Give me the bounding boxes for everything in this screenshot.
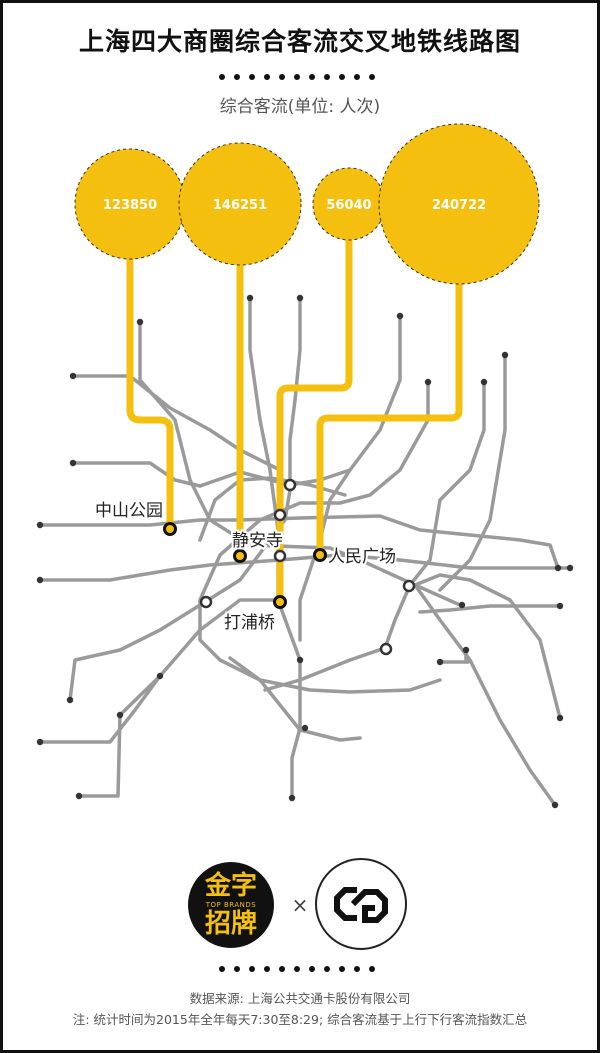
highlight-stations <box>163 522 327 609</box>
connector-lines <box>126 240 463 600</box>
station-marker-zhongshan <box>163 522 177 536</box>
station-label-jingan: 静安寺 <box>232 531 283 551</box>
cross-symbol: × <box>291 893 309 917</box>
metro-map: 123850 146251 56040 240722 中山公园 静安寺 人民广场… <box>36 123 574 809</box>
dot-divider-top <box>219 74 375 80</box>
terminal-dots <box>36 294 574 809</box>
bubble-value-dapu: 56040 <box>326 198 371 213</box>
station-label-dapu: 打浦桥 <box>224 613 275 633</box>
bubble-renmin <box>378 123 540 285</box>
brand-logo-line1: 金字 <box>204 871 257 901</box>
brand-logo-line2: 招牌 <box>204 909 257 939</box>
partner-logo-mark-icon <box>334 887 388 923</box>
station-marker-renmin <box>313 548 327 562</box>
bubble-jingan <box>178 142 302 266</box>
bubble-value-jingan: 146251 <box>213 198 267 213</box>
station-label-renmin: 人民广场 <box>328 547 396 567</box>
station-marker-dapu <box>273 595 287 609</box>
partner-logo <box>315 858 407 950</box>
brand-logo: 金字 TOP BRANDS 招牌 <box>188 862 274 948</box>
subtitle: 综合客流(单位: 人次) <box>219 97 381 117</box>
interchange-stations <box>199 478 416 656</box>
bubbles: 123850 146251 56040 240722 <box>74 123 540 285</box>
brand-logo-small: TOP BRANDS <box>205 901 257 909</box>
bubble-value-zhongshan: 123850 <box>103 198 157 213</box>
bubble-value-renmin: 240722 <box>432 198 486 213</box>
station-labels: 中山公园 静安寺 人民广场 打浦桥 <box>93 499 398 635</box>
footer-source: 数据来源: 上海公共交通卡股份有限公司 <box>189 991 411 1006</box>
station-label-zhongshan: 中山公园 <box>95 501 163 521</box>
dot-divider-bottom <box>219 966 375 972</box>
footer-note: 注: 统计时间为2015年全年每天7:30至8:29; 综合客流基于上行下行客流… <box>72 1012 528 1027</box>
page-title: 上海四大商圈综合客流交叉地铁线路图 <box>78 27 521 56</box>
station-marker-jingan <box>233 549 247 563</box>
